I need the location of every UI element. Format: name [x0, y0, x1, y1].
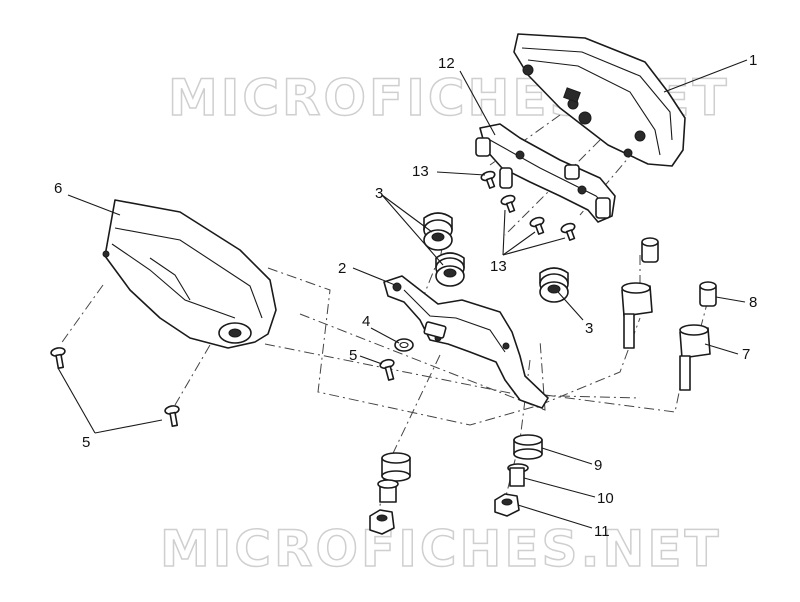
part-6-instrument-cover — [102, 199, 277, 349]
callout-13-lower: 13 — [490, 258, 507, 275]
part-11-nut — [494, 493, 520, 517]
callout-3-upper: 3 — [375, 185, 383, 202]
part-5-screw-left-a — [50, 347, 66, 369]
part-8-bolts — [641, 237, 717, 307]
callout-9: 9 — [594, 457, 602, 474]
callout-8: 8 — [749, 294, 757, 311]
lower-hardware-left — [369, 452, 411, 535]
callout-13-upper: 13 — [412, 163, 429, 180]
part-2-support-bracket — [383, 275, 549, 409]
callout-7: 7 — [742, 346, 750, 363]
callout-5-center: 5 — [349, 347, 357, 364]
watermark-bottom: MICROFICHES.NET — [160, 520, 722, 578]
part-9-grommet — [513, 434, 543, 460]
part-7-spacer-pins — [621, 282, 711, 391]
callout-4: 4 — [362, 313, 370, 330]
callout-labels: 1 2 3 3 4 5 5 6 7 8 9 10 11 12 13 13 — [54, 52, 757, 540]
leader-lines — [57, 59, 748, 529]
callout-5-left: 5 — [82, 434, 90, 451]
part-13-screws — [480, 170, 576, 241]
callout-6: 6 — [54, 180, 62, 197]
callout-11: 11 — [594, 523, 610, 540]
part-5-screw-left-b — [164, 405, 180, 427]
part-5-screw-center — [379, 358, 395, 381]
callout-1: 1 — [749, 52, 757, 69]
part-1-instrument-cluster — [513, 33, 686, 167]
part-4-washer — [394, 338, 414, 352]
part-12-mounting-bracket — [475, 123, 616, 223]
part-10-bush — [507, 463, 529, 487]
callout-2: 2 — [338, 260, 346, 277]
callout-10: 10 — [597, 490, 614, 507]
part-3-grommets — [423, 212, 569, 303]
callout-3-lower: 3 — [585, 320, 593, 337]
callout-12: 12 — [438, 55, 455, 72]
